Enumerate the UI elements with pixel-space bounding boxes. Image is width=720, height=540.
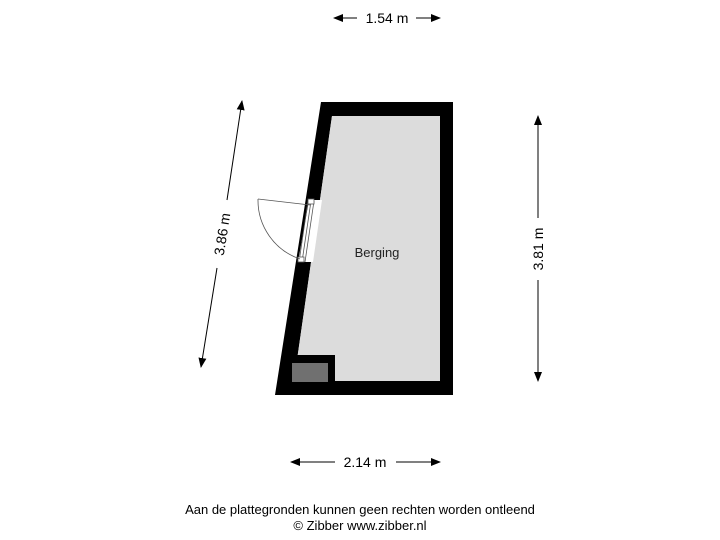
- door[interactable]: [257, 198, 315, 263]
- dimension-right-label: 3.81 m: [530, 228, 546, 271]
- dimension-left-label: 3.86 m: [211, 212, 234, 257]
- dimension-top-label: 1.54 m: [366, 10, 409, 26]
- room-label: Berging: [355, 245, 400, 260]
- room-floor: [294, 116, 440, 381]
- disclaimer-text: Aan de plattegronden kunnen geen rechten…: [185, 502, 535, 517]
- copyright-text: © Zibber www.zibber.nl: [293, 518, 427, 533]
- dimension-left: [198, 100, 245, 368]
- room-walls: [275, 102, 453, 395]
- fixture: [292, 363, 328, 382]
- dimension-bottom-label: 2.14 m: [344, 454, 387, 470]
